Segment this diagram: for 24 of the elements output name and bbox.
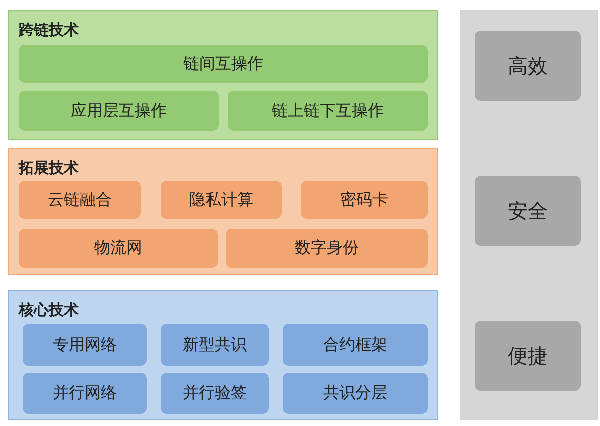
- panel-heading: 跨链技术: [19, 21, 79, 40]
- feature-box: 并行网络: [23, 373, 147, 414]
- feature-box: 密码卡: [301, 181, 428, 219]
- feature-box: 新型共识: [161, 324, 269, 366]
- feature-box: 专用网络: [23, 324, 147, 366]
- feature-box: 云链融合: [19, 181, 141, 219]
- panel-heading: 拓展技术: [19, 159, 79, 178]
- side-panel: [460, 10, 598, 420]
- feature-box: 共识分层: [283, 373, 428, 414]
- feature-box: 数字身份: [226, 229, 428, 268]
- section-panel: [8, 148, 438, 275]
- feature-box: 隐私计算: [161, 181, 282, 219]
- feature-tile: 便捷: [475, 321, 581, 391]
- feature-box: 并行验签: [161, 373, 269, 414]
- feature-tile: 安全: [475, 176, 581, 246]
- feature-box: 物流网: [19, 229, 218, 268]
- section-panel: [8, 290, 438, 420]
- feature-box: 应用层互操作: [19, 91, 219, 131]
- section-panel: [8, 10, 438, 140]
- feature-box: 合约框架: [283, 324, 428, 366]
- feature-box: 链上链下互操作: [228, 91, 428, 131]
- panel-heading: 核心技术: [19, 301, 79, 320]
- feature-box: 链间互操作: [19, 45, 428, 83]
- feature-tile: 高效: [475, 31, 581, 101]
